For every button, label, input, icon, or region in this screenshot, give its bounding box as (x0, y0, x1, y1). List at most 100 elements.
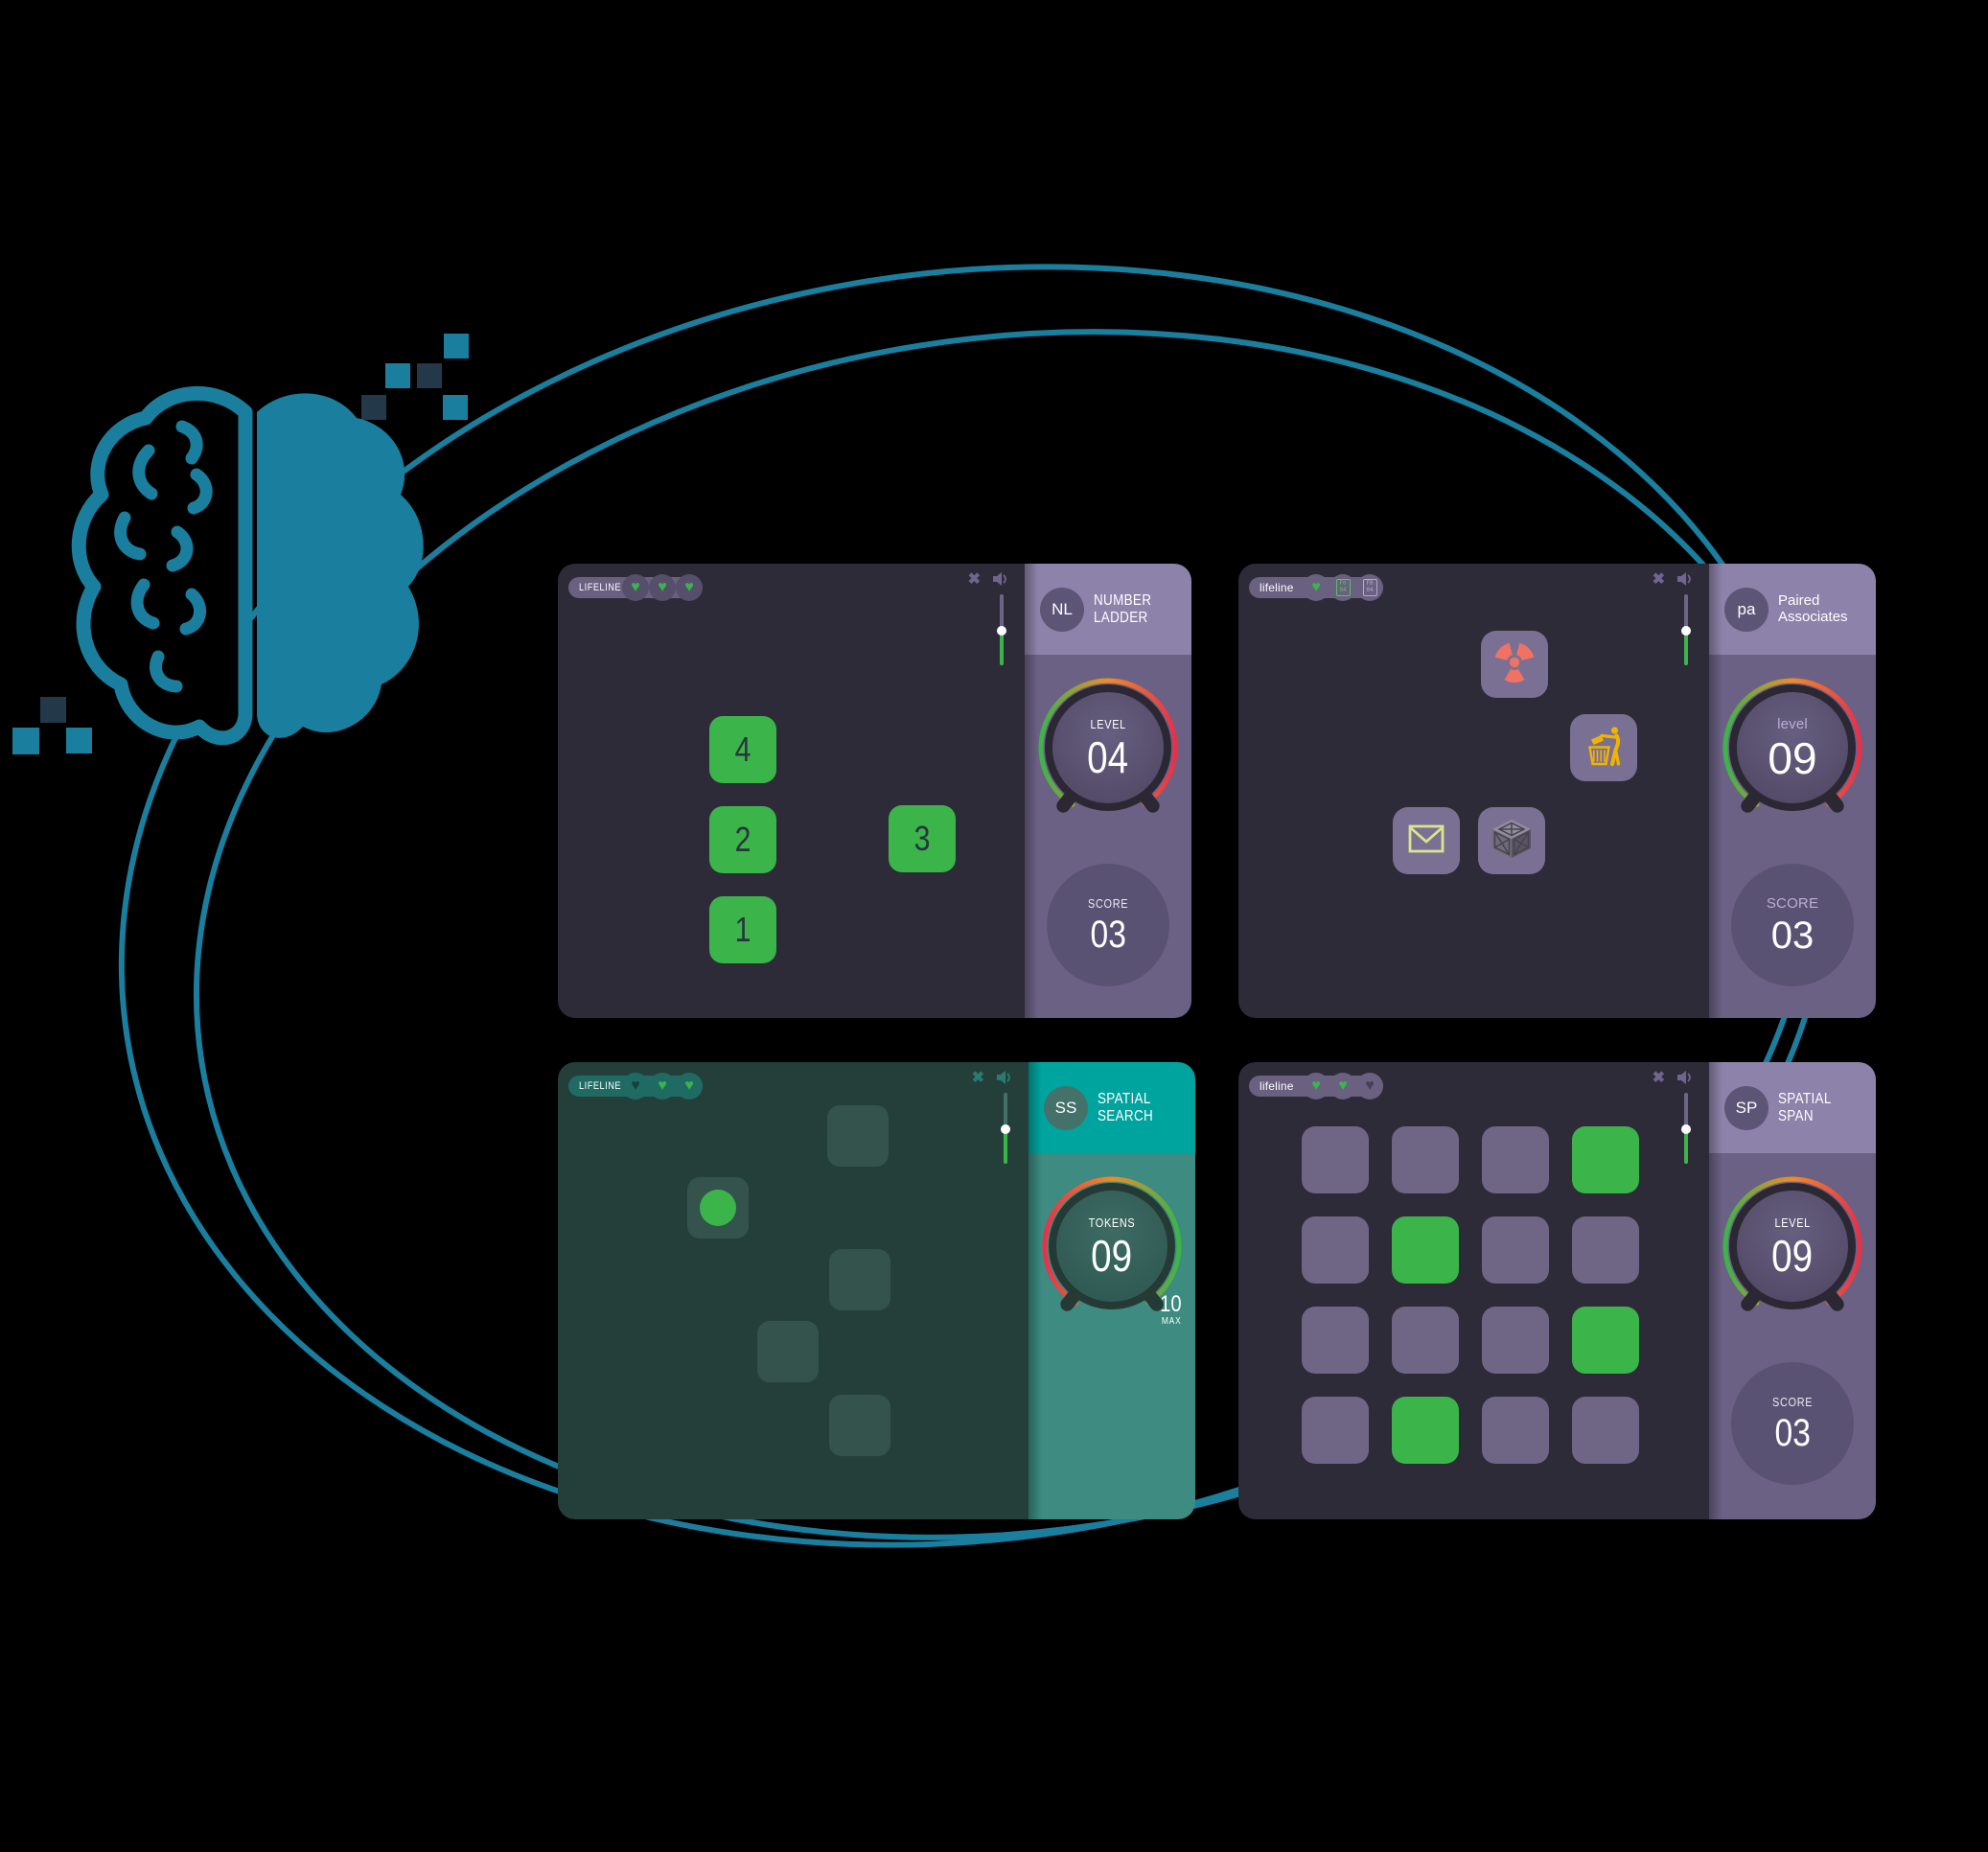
score-circle: SCORE 03 (1731, 864, 1854, 986)
level-gauge: LEVEL 04 (1033, 673, 1183, 822)
span-cell[interactable] (1302, 1216, 1369, 1284)
radiation-icon (1492, 640, 1537, 689)
volume-slider[interactable] (1681, 594, 1691, 665)
search-tile[interactable] (827, 1105, 889, 1167)
search-tile[interactable] (829, 1249, 890, 1310)
lifeline-slot: ♥ (676, 1073, 703, 1100)
heart-icon: ♥ (1338, 1077, 1348, 1094)
span-cell-active[interactable] (1392, 1397, 1459, 1464)
volume-thumb[interactable] (997, 626, 1006, 637)
volume-fill (1684, 1129, 1688, 1164)
lifeline-label: LIFELINE (579, 1080, 622, 1092)
envelope-icon (1405, 818, 1447, 865)
brain-icon (71, 386, 424, 746)
span-cell[interactable] (1302, 1126, 1369, 1193)
game-title: NUMBER LADDER (1094, 592, 1151, 626)
score-circle: SCORE 03 (1731, 1362, 1854, 1485)
heart-icon: ♥ (684, 579, 694, 595)
token-dot (700, 1190, 736, 1226)
speaker-icon[interactable] (992, 571, 1009, 587)
search-tiles (558, 1062, 1029, 1519)
span-cell[interactable] (1572, 1216, 1639, 1284)
span-cell-active[interactable] (1392, 1216, 1459, 1284)
volume-thumb[interactable] (1681, 1124, 1691, 1135)
span-cell[interactable] (1482, 1397, 1549, 1464)
heart-icon: ♥ (658, 1077, 667, 1094)
sidebar-header: pa Paired Associates (1709, 564, 1876, 655)
span-cell[interactable] (1482, 1307, 1549, 1374)
sidebar-number-ladder: NL NUMBER LADDER LEVEL 04 SCORE 03 (1025, 564, 1191, 1018)
heart-icon: ♥ (631, 1077, 640, 1094)
gauge-value: 09 (1091, 1230, 1133, 1281)
span-cell[interactable] (1302, 1307, 1369, 1374)
volume-slider[interactable] (1681, 1093, 1691, 1164)
tidy-man-tile[interactable] (1570, 714, 1637, 781)
gauge-label: level (1777, 715, 1808, 732)
search-tile[interactable] (757, 1321, 819, 1382)
score-value: 03 (1774, 1412, 1811, 1454)
game-title: SPATIAL SEARCH (1098, 1091, 1153, 1124)
speaker-icon[interactable] (996, 1070, 1013, 1085)
crate-icon (1490, 817, 1534, 866)
panel-spatial-span: lifeline ♥♥♥ ✖ SP SPATIAL SPAN (1238, 1062, 1876, 1519)
number-tile[interactable]: 2 (709, 806, 776, 873)
span-cell-active[interactable] (1572, 1126, 1639, 1193)
pixel-decoration (12, 334, 469, 754)
game-badge: SS (1044, 1085, 1088, 1130)
volume-thumb[interactable] (1681, 626, 1691, 637)
search-tile[interactable] (829, 1395, 890, 1456)
number-tile[interactable]: 1 (709, 896, 776, 963)
close-icon[interactable]: ✖ (971, 1070, 984, 1086)
volume-slider[interactable] (997, 594, 1006, 665)
number-tile[interactable]: 4 (709, 716, 776, 783)
speaker-icon[interactable] (1676, 1070, 1694, 1085)
search-tile[interactable] (687, 1177, 749, 1239)
game-title-line2: SPAN (1778, 1107, 1814, 1124)
heart-icon: ♥ (1311, 579, 1321, 595)
lifeline-slot: ♥ (622, 574, 649, 601)
number-tiles: 4 2 1 3 (558, 564, 1025, 1018)
sidebar-body: level 09 SCORE 03 (1709, 655, 1876, 1018)
span-cell[interactable] (1302, 1397, 1369, 1464)
game-title-line2: SEARCH (1098, 1107, 1154, 1124)
span-cell[interactable] (1392, 1307, 1459, 1374)
span-cell-active[interactable] (1572, 1307, 1639, 1374)
envelope-tile[interactable] (1393, 807, 1460, 874)
close-icon[interactable]: ✖ (1652, 1070, 1665, 1086)
crate-tile[interactable] (1478, 807, 1545, 874)
span-cell[interactable] (1482, 1216, 1549, 1284)
score-label: SCORE (1771, 1395, 1814, 1409)
sidebar-header: SP SPATIAL SPAN (1709, 1062, 1876, 1153)
span-cell[interactable] (1572, 1397, 1639, 1464)
lifeline-slot: ♥ (1329, 1073, 1356, 1100)
lifeline-slot: ♥ (1303, 1073, 1329, 1100)
volume-slider[interactable] (1001, 1093, 1010, 1164)
game-title: SPATIAL SPAN (1778, 1091, 1832, 1124)
volume-thumb[interactable] (1001, 1124, 1010, 1135)
number-tile[interactable]: 3 (889, 805, 956, 872)
gauge-label: LEVEL (1090, 716, 1126, 731)
sidebar-header: SS SPATIAL SEARCH (1029, 1062, 1195, 1153)
gauge-text: LEVEL 09 (1718, 1171, 1867, 1321)
close-icon[interactable]: ✖ (1652, 571, 1665, 588)
game-badge: pa (1724, 587, 1768, 632)
tokens-max-label: MAX (1162, 1316, 1182, 1327)
radiation-tile[interactable] (1481, 631, 1548, 698)
span-cell[interactable] (1392, 1126, 1459, 1193)
sidebar-spatial-search: SS SPATIAL SEARCH TOKENS 09 10 MAX (1029, 1062, 1195, 1519)
score-circle: SCORE 03 (1047, 864, 1169, 986)
game-badge: SP (1724, 1085, 1768, 1130)
span-cell[interactable] (1482, 1126, 1549, 1193)
tokens-max-value: 10 (1160, 1291, 1182, 1317)
lifeline-slot: ♥ (649, 574, 676, 601)
close-icon[interactable]: ✖ (967, 571, 981, 588)
score-label: SCORE (1087, 896, 1129, 911)
speaker-icon[interactable] (1676, 571, 1694, 587)
volume-fill (1684, 631, 1688, 665)
